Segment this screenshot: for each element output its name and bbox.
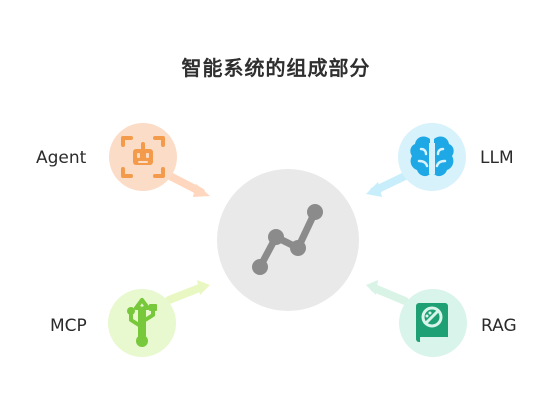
llm-arrow — [366, 172, 409, 197]
mcp-arrow — [165, 280, 210, 304]
rag-label: RAG — [481, 316, 517, 336]
agent-label: Agent — [36, 148, 87, 168]
agent-arrow — [164, 171, 210, 197]
rag-arrow — [366, 280, 409, 305]
line-graph-icon — [252, 204, 323, 275]
llm-label: LLM — [480, 148, 514, 168]
diagram-title: 智能系统的组成部分 — [181, 56, 371, 80]
mcp-label: MCP — [50, 316, 87, 336]
book-icon — [416, 303, 448, 343]
llm-node — [398, 123, 466, 191]
robot-icon — [121, 136, 165, 178]
usb-icon — [127, 298, 157, 347]
brain-icon — [410, 136, 454, 177]
